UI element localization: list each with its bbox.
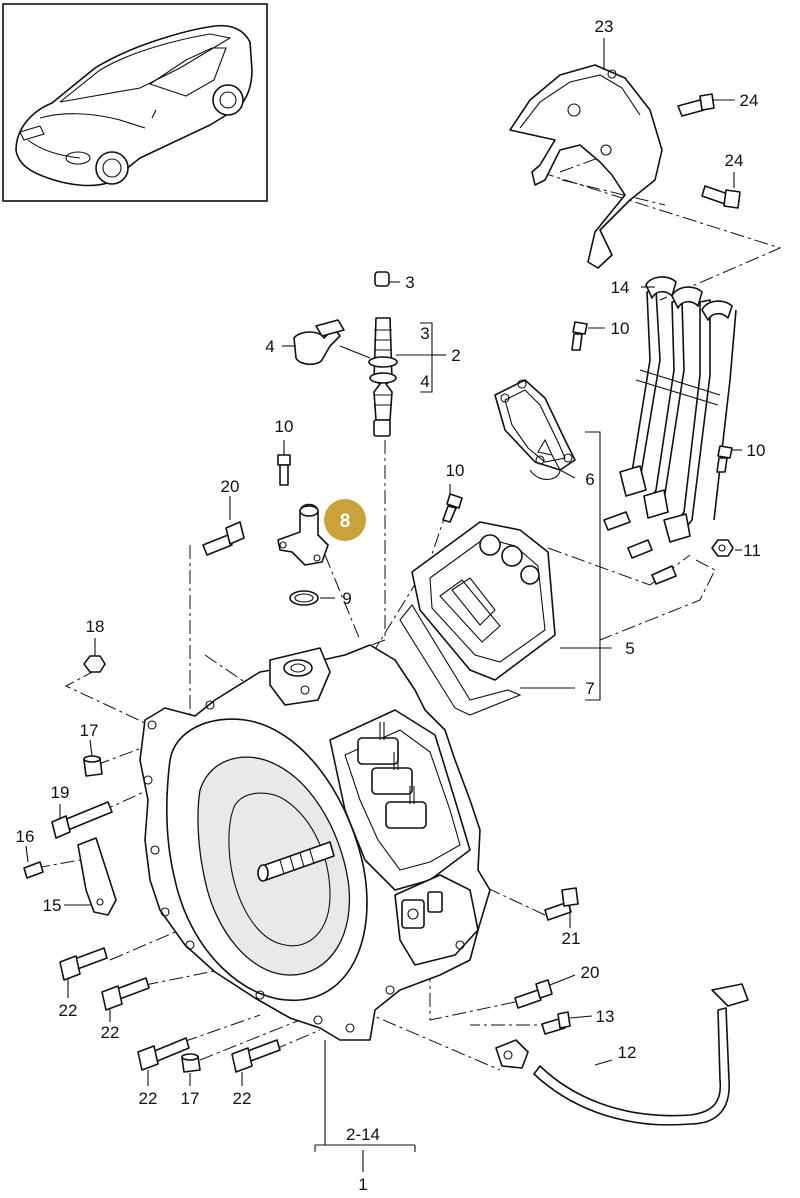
label-19[interactable]: 19 xyxy=(51,783,70,802)
part-23-heat-shield xyxy=(509,64,663,269)
label-24[interactable]: 24 xyxy=(725,151,744,170)
part-10-bolts xyxy=(277,321,733,523)
label-7[interactable]: 7 xyxy=(585,679,594,698)
part-12-ground-strap xyxy=(495,983,749,1126)
label-17[interactable]: 17 xyxy=(181,1089,200,1108)
label-10[interactable]: 10 xyxy=(611,319,630,338)
part-22-bolts xyxy=(59,947,281,1073)
label-4[interactable]: 4 xyxy=(420,372,429,391)
label-13[interactable]: 13 xyxy=(596,1007,615,1026)
label-10[interactable]: 10 xyxy=(275,417,294,436)
part-17-sleeves xyxy=(83,755,201,1073)
label-15[interactable]: 15 xyxy=(43,896,62,915)
part-18-nut xyxy=(83,655,106,673)
label-22[interactable]: 22 xyxy=(233,1089,252,1108)
label-22[interactable]: 22 xyxy=(139,1089,158,1108)
label-16[interactable]: 16 xyxy=(16,827,35,846)
label-2[interactable]: 2 xyxy=(451,346,460,365)
part-21-bolt xyxy=(544,887,579,921)
part-9-o-ring xyxy=(289,590,319,606)
leader-lines xyxy=(25,38,742,1172)
part-15-bracket xyxy=(77,837,117,916)
part-16-bolt xyxy=(23,861,44,879)
part-19-bolt xyxy=(51,801,113,839)
part-7-gasket xyxy=(399,604,522,716)
label-21[interactable]: 21 xyxy=(562,929,581,948)
label-14[interactable]: 14 xyxy=(611,278,630,297)
label-10[interactable]: 10 xyxy=(747,441,766,460)
label-10[interactable]: 10 xyxy=(446,461,465,480)
label-22[interactable]: 22 xyxy=(101,1023,120,1042)
badge-label: 8 xyxy=(340,511,351,532)
part-14-harness xyxy=(603,276,737,585)
part-6-cover xyxy=(494,379,576,480)
label-9[interactable]: 9 xyxy=(342,589,351,608)
part-11-nut xyxy=(711,539,734,557)
label-6[interactable]: 6 xyxy=(585,470,594,489)
label-20[interactable]: 20 xyxy=(581,963,600,982)
part-24-bolts xyxy=(677,93,741,209)
label-12[interactable]: 12 xyxy=(618,1043,637,1062)
part-8-sensor xyxy=(277,503,329,566)
label-17[interactable]: 17 xyxy=(80,721,99,740)
label-3[interactable]: 3 xyxy=(420,324,429,343)
label-3[interactable]: 3 xyxy=(405,273,414,292)
part-13-bolt xyxy=(541,1011,571,1035)
part-20-bolts xyxy=(202,521,553,1009)
part-labels: 23 24 24 14 3 4 3 4 2 10 10 10 10 6 11 2… xyxy=(16,17,766,1194)
label-2-14[interactable]: 2-14 xyxy=(346,1125,380,1144)
highlight-badge[interactable]: 8 xyxy=(324,499,366,541)
part-2-sensor xyxy=(368,271,398,437)
label-22[interactable]: 22 xyxy=(59,1001,78,1020)
label-1[interactable]: 1 xyxy=(358,1175,367,1194)
label-18[interactable]: 18 xyxy=(86,617,105,636)
part-4-clip xyxy=(293,319,345,366)
transmission-housing-icon xyxy=(139,644,491,1041)
label-20[interactable]: 20 xyxy=(221,477,240,496)
car-thumbnail-icon xyxy=(2,3,268,202)
label-4[interactable]: 4 xyxy=(265,337,274,356)
part-5-control-unit xyxy=(411,521,556,681)
label-23[interactable]: 23 xyxy=(595,17,614,36)
label-11[interactable]: 11 xyxy=(743,541,761,560)
label-24[interactable]: 24 xyxy=(740,91,759,110)
label-5[interactable]: 5 xyxy=(625,639,634,658)
